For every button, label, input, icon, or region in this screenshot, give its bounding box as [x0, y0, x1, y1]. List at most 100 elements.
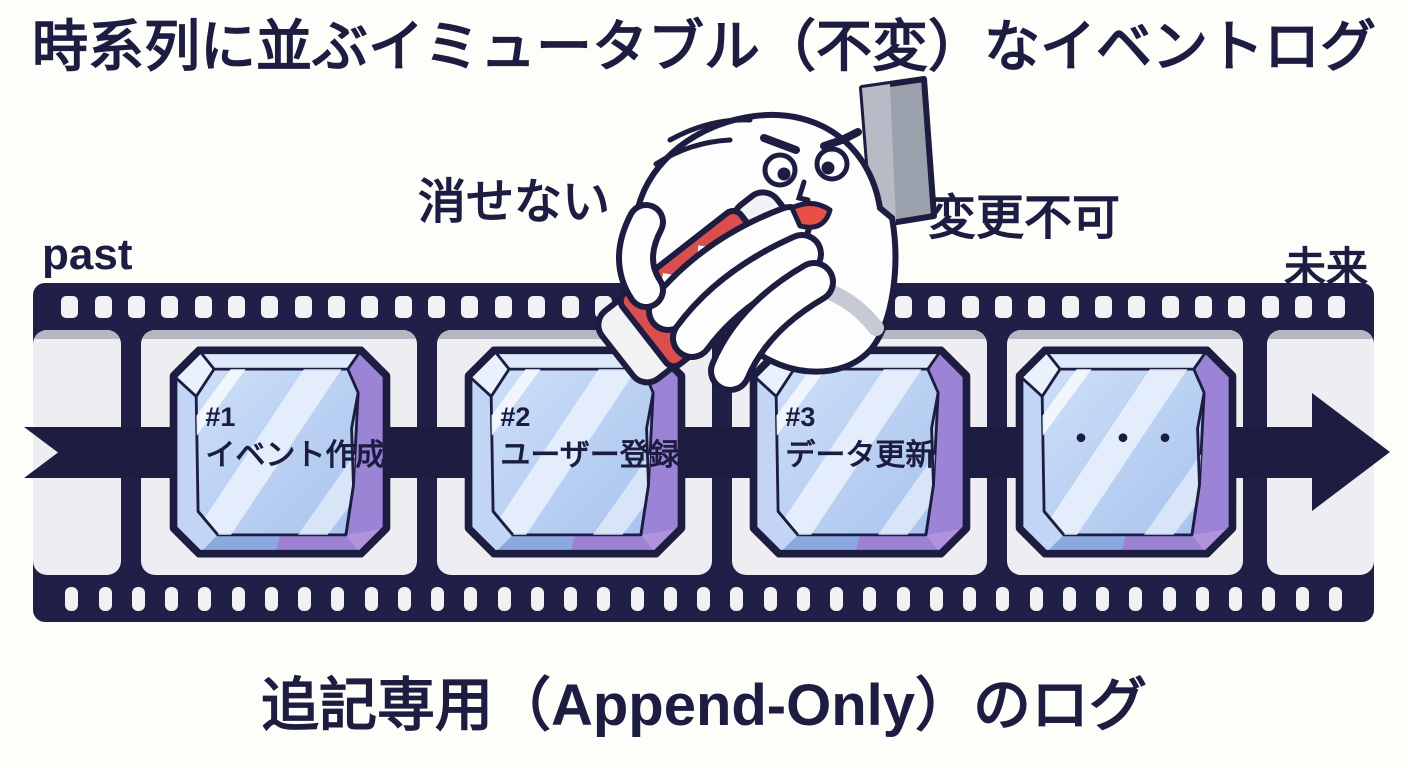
film-perforation: [428, 295, 446, 318]
event-name: ・・・: [1062, 417, 1189, 459]
film-bottom-band: [33, 575, 1374, 622]
past-label: past: [42, 230, 133, 279]
film-perforation: [928, 295, 946, 318]
film-perforation: [1095, 295, 1112, 318]
event-label: ・・・: [1013, 415, 1239, 464]
event-block-1: #1 イベント作成: [167, 342, 393, 562]
film-perforation: [763, 586, 777, 611]
frame-top-edge: [141, 330, 417, 339]
film-perforation: [1129, 586, 1143, 611]
frame-top-edge: [1267, 330, 1374, 339]
film-perforation: [894, 295, 912, 318]
film-perforation: [663, 586, 677, 611]
film-perforation: [361, 295, 379, 318]
film-perforation: [929, 586, 943, 611]
event-label: #3 データ更新: [785, 399, 935, 476]
film-perforation: [128, 295, 146, 318]
cannot-erase-label: 消せない: [418, 176, 611, 229]
frame-top-edge: [1007, 330, 1243, 339]
film-perforation: [630, 586, 644, 611]
film-perforation: [397, 586, 411, 611]
cannot-change-label: 変更不可: [928, 192, 1121, 245]
film-perforation: [94, 295, 112, 318]
event-name: データ更新: [785, 438, 936, 472]
film-perforation: [530, 586, 544, 611]
film-perforation: [228, 295, 246, 318]
event-block-3: #3 データ更新: [747, 342, 973, 562]
film-perforation: [1228, 295, 1246, 318]
film-perforation: [1195, 295, 1213, 318]
film-perforation: [896, 586, 910, 611]
film-perforation: [830, 586, 843, 611]
film-perforation: [231, 586, 245, 611]
event-name: イベント作成: [205, 438, 386, 472]
frame-top-edge: [33, 330, 121, 339]
film-perforation: [1262, 586, 1276, 611]
film-perforation: [1162, 586, 1176, 611]
film-perforation: [161, 295, 179, 318]
film-perforation: [364, 586, 378, 611]
event-block-more: ・・・: [1013, 342, 1239, 562]
film-perforation: [1328, 295, 1346, 318]
film-perforation: [1328, 586, 1342, 611]
film-perforation: [331, 586, 345, 611]
film-perforation: [1062, 586, 1076, 611]
right-eyebrow: [820, 128, 862, 150]
frame-top-edge: [437, 330, 712, 339]
film-perforation: [730, 586, 744, 611]
event-label: #2 ユーザー登録: [500, 399, 679, 476]
nose-line: [795, 179, 811, 203]
film-perforation: [1028, 295, 1046, 318]
film-perforation: [1029, 586, 1043, 611]
film-perforation: [994, 295, 1012, 318]
film-perforation: [65, 586, 79, 611]
film-perforation: [165, 586, 178, 611]
film-perforation: [996, 586, 1010, 611]
film-perforation: [1061, 295, 1079, 318]
event-block-2: #2 ユーザー登録: [462, 342, 688, 562]
film-perforation: [1195, 586, 1209, 611]
event-id: #3: [785, 402, 816, 433]
glove-fingers: [616, 202, 836, 393]
knuckle-creases: [653, 117, 753, 167]
event-id: #1: [205, 402, 236, 433]
film-perforation: [796, 586, 810, 611]
left-eyebrow: [760, 134, 800, 154]
film-perforation: [198, 586, 212, 611]
film-perforation: [961, 295, 979, 318]
film-perforation: [1295, 586, 1309, 611]
film-perforation: [298, 586, 311, 611]
film-perforation: [264, 586, 278, 611]
angry-glove-hand-icon: [595, 76, 937, 393]
film-perforation: [1128, 295, 1146, 318]
film-perforation: [1229, 586, 1242, 611]
film-perforation: [528, 295, 546, 318]
open-mouth: [789, 201, 833, 230]
film-perforation: [194, 295, 212, 318]
film-perforation: [294, 295, 312, 318]
film-perforation: [464, 586, 478, 611]
event-name: ユーザー登録: [500, 438, 680, 472]
film-perforation: [564, 586, 577, 611]
event-id: #2: [500, 402, 531, 433]
page-title: 時系列に並ぶイミュータブル（不変）なイベントログ: [32, 15, 1376, 78]
film-perforation: [61, 295, 79, 318]
film-perforation: [963, 586, 976, 611]
film-perforation: [461, 295, 479, 318]
film-perforation: [261, 295, 279, 318]
film-perforation: [1161, 295, 1179, 318]
film-perforation: [561, 295, 579, 318]
film-perforation: [431, 586, 444, 611]
film-perforation: [131, 586, 145, 611]
append-only-caption: 追記専用（Append-Only）のログ: [260, 673, 1148, 738]
film-perforation: [494, 295, 512, 318]
film-perforation: [394, 295, 412, 318]
film-perforation: [597, 586, 611, 611]
film-perforation: [497, 586, 511, 611]
future-label: 未来: [1284, 244, 1369, 291]
film-perforation: [1096, 586, 1109, 611]
angry-face-icon: [760, 128, 862, 230]
film-perforation: [1295, 295, 1313, 318]
event-label: #1 イベント作成: [205, 399, 385, 476]
